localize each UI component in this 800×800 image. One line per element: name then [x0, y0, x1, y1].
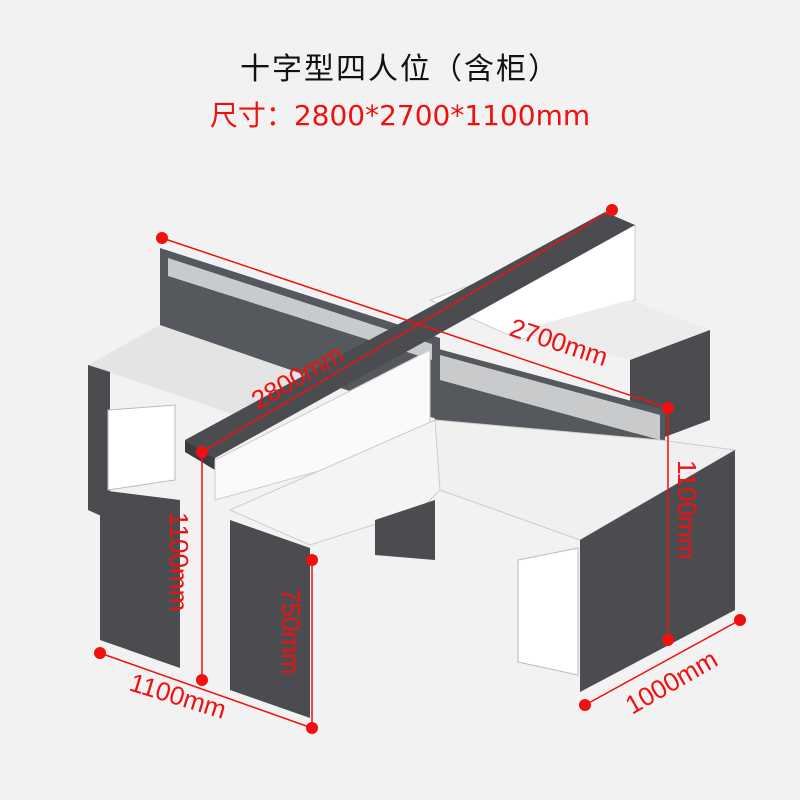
right-pedestal [580, 450, 735, 692]
drawer-right [517, 547, 579, 676]
front-right-glass [440, 355, 660, 440]
dim-desk-height: 750mm [276, 588, 306, 675]
back-left-side [88, 365, 110, 520]
drawer-left [107, 404, 176, 491]
dim-height-left: 1100mm [164, 512, 194, 611]
left-pedestal [100, 490, 180, 668]
front-left-leg [230, 520, 310, 718]
product-title: 十字型四人位（含柜） [240, 52, 560, 87]
dim-depth-left: 1100mm [126, 667, 230, 725]
dimension-endpoints [94, 204, 746, 734]
back-right-desk [520, 300, 710, 360]
back-left-desk [88, 325, 320, 420]
dim-height-right: 1100mm [672, 460, 702, 559]
size-label: 尺寸：2800*2700*1100mm [209, 99, 591, 132]
back-left-glass [168, 258, 432, 360]
modesty-panel [375, 500, 435, 560]
